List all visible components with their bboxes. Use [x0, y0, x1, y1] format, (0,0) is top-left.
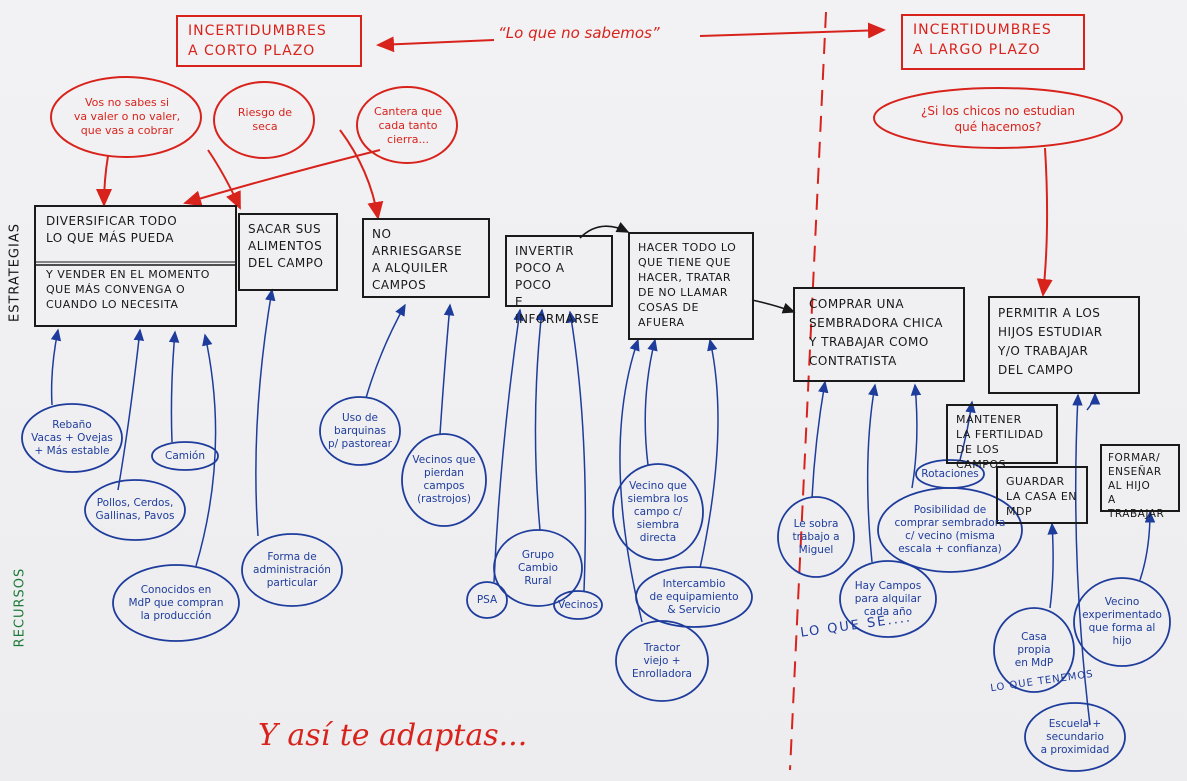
bubble-outline-psa [466, 581, 508, 619]
bubble-outline-le-sobra [777, 496, 855, 578]
uncertainty-cloud-children: ¿Si los chicos no estudian qué hacemos? [920, 104, 1076, 134]
cloud-outline-1 [50, 76, 202, 158]
footer-conclusion: Y así te adaptas... [258, 718, 528, 753]
resource-posibilidad-sembradora: Posibilidad de comprar sembradora c/ vec… [894, 504, 1006, 555]
resource-psa: PSA [476, 593, 498, 606]
resource-camion: Camión [165, 449, 205, 462]
strategy-no-arriesgarse: NO ARRIESGARSE A ALQUILER CAMPOS [362, 218, 490, 298]
resources-side-label: RECURSOS [12, 567, 28, 648]
strategy-hacer-todo: HACER TODO LO QUE TIENE QUE HACER, TRATA… [628, 232, 754, 340]
strategy-guardar-casa: GUARDAR LA CASA EN MDP [996, 466, 1088, 524]
strategy-comprar-sembradora: COMPRAR UNA SEMBRADORA CHICA Y TRABAJAR … [793, 287, 965, 382]
cloud-outline-3 [356, 86, 458, 164]
bubble-outline-rotaciones [915, 459, 985, 489]
resource-vecinos-pierdan: Vecinos que pierdan campos (rastrojos) [412, 454, 476, 505]
resource-rebano: Rebaño Vacas + Ovejas + Más estable [31, 418, 113, 457]
strategy-diversificar-top: DIVERSIFICAR TODO LO QUE MÁS PUEDA [46, 214, 178, 245]
resource-hay-campos: Hay Campos para alquilar cada año [854, 579, 922, 618]
strategy-sacar-alimentos: SACAR SUS ALIMENTOS DEL CAMPO [238, 213, 338, 291]
strategy-invertir: INVERTIR POCO A POCO E INFORMARSE [505, 235, 613, 326]
resource-forma-administracion: Forma de administración particular [253, 550, 331, 589]
resource-pollos: Pollos, Cerdos, Gallinas, Pavos [95, 497, 175, 522]
long-term-uncertainties: INCERTIDUMBRES A LARGO PLAZO [901, 14, 1085, 70]
bubble-outline-vecinos [553, 590, 603, 620]
bubble-outline-tractor [615, 620, 709, 702]
bubble-outline-escuela [1024, 702, 1126, 772]
resource-escuela: Escuela + secundario a proximidad [1040, 717, 1110, 756]
resource-rotaciones: Rotaciones [921, 467, 979, 480]
bubble-outline-rebano [21, 403, 123, 473]
uncertainty-cloud-price: Vos no sabes si va valer o no valer, que… [73, 96, 181, 137]
resource-grupo-cambio-rural: Grupo Cambio Rural [517, 548, 558, 587]
bubble-outline-uso [319, 396, 401, 466]
bubble-outline-hay-campos [839, 560, 937, 638]
strategy-diversificar-bottom: Y VENDER EN EL MOMENTO QUE MÁS CONVENGA … [46, 268, 210, 311]
bubble-outline-vecino-siembra [612, 463, 704, 561]
resource-vecino-siembra: Vecino que siembra los campo c/ siembra … [627, 479, 689, 544]
bubble-outline-forma [241, 533, 343, 607]
uncertainty-cloud-drought: Riesgo de seca [237, 106, 293, 133]
cloud-outline-4 [873, 87, 1123, 149]
strategy-diversificar: DIVERSIFICAR TODO LO QUE MÁS PUEDA Y VEN… [34, 205, 237, 327]
resource-conocidos: Conocidos en MdP que compran la producci… [128, 583, 224, 622]
what-we-dont-know-label: “Lo que no sabemos” [498, 24, 660, 42]
bubble-outline-pollos [84, 479, 186, 541]
bubble-outline-conocidos [112, 564, 240, 642]
bubble-outline-casa [993, 607, 1075, 693]
cloud-outline-2 [213, 81, 315, 159]
resource-vecinos: Vecinos [557, 598, 599, 611]
bubble-outline-vecinos-pierdan [401, 433, 487, 527]
resource-intercambio: Intercambio de equipamiento & Servicio [649, 577, 739, 616]
strategies-side-label: ESTRATEGIAS [7, 223, 23, 323]
bubble-outline-camion [151, 441, 219, 471]
short-term-uncertainties: INCERTIDUMBRES A CORTO PLAZO [176, 15, 362, 67]
strategy-formar-hijo: FORMAR/ ENSEÑAR AL HIJO A TRABAJAR [1100, 444, 1180, 520]
resource-uso-barquinas: Uso de barquinas p/ pastorear [328, 411, 392, 450]
resource-le-sobra-trabajo: Le sobra trabajo a Miguel [792, 517, 840, 556]
strategy-permitir-hijos: PERMITIR A LOS HIJOS ESTUDIAR Y/O TRABAJ… [988, 296, 1140, 394]
uncertainty-cloud-quarry: Cantera que cada tanto cierra... [374, 105, 442, 146]
resource-tractor: Tractor viejo + Enrolladora [632, 641, 692, 680]
bubble-outline-vecino-exp [1073, 577, 1171, 667]
strategy-mantener-fertilidad: MANTENER LA FERTILIDAD DE LOS CAMPOS [946, 404, 1058, 471]
resource-casa-propia: Casa propia en MdP [1014, 630, 1054, 669]
resource-vecino-experimentado: Vecino experimentado que forma al hijo [1082, 596, 1162, 647]
